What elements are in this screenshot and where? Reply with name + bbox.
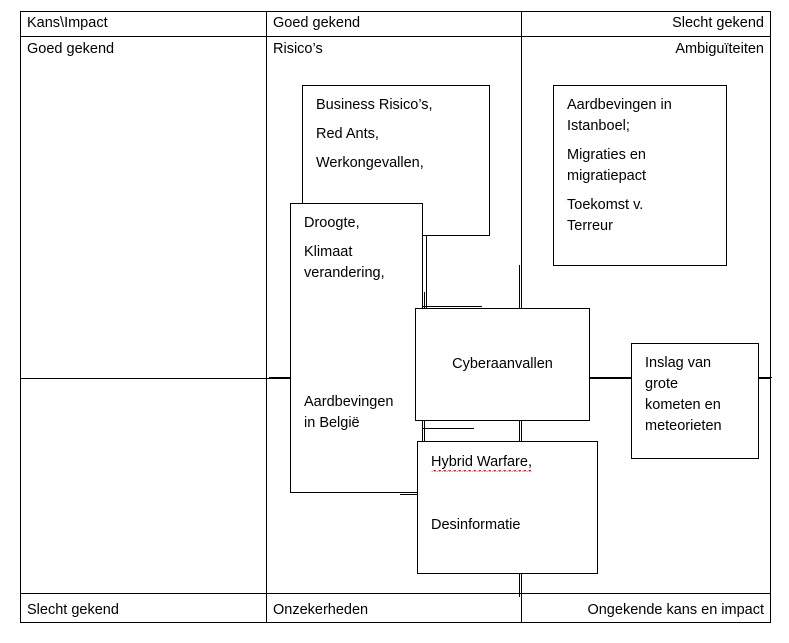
istanbul-line-2: Istanboel; [567, 118, 630, 135]
spacer [567, 187, 714, 195]
spacer [304, 234, 410, 242]
connector-axis-to-hybrid [400, 494, 422, 496]
connector-stub-hybrid-topleft [424, 420, 426, 441]
column-header-slecht-gekend: Slecht gekend [672, 15, 764, 31]
textbox-istanbul-migration-terror[interactable]: Aardbevingen in Istanboel; Migraties en … [553, 85, 727, 266]
connector-istanbul-to-cyber [519, 265, 521, 309]
connector-vertical-drought-right [426, 232, 428, 308]
column-divider-1 [266, 12, 267, 622]
drought-line-3: verandering, [304, 265, 385, 281]
textbox-cyberattacks[interactable]: Cyberaanvallen [415, 308, 590, 421]
textbox-comet-impact[interactable]: Inslag van grote kometen en meteorieten [631, 343, 759, 459]
istanbul-line-5: Toekomst v. [567, 197, 644, 213]
footer-row-divider [21, 593, 770, 594]
business-risks-line-2: Red Ants, [316, 125, 379, 142]
connector-cyber-to-hybrid [414, 428, 474, 430]
connector-comets-to-right-border [758, 377, 772, 379]
hybrid-warfare-line: Hybrid Warfare, [431, 452, 585, 473]
matrix-corner-header: Kans\Impact [27, 15, 108, 31]
spacer [567, 137, 714, 145]
drought-line-1: Droogte, [304, 215, 360, 231]
spacer [316, 116, 477, 124]
connector-drought-to-cyber-top [422, 306, 482, 308]
header-row-divider [21, 36, 770, 37]
cyberattacks-label: Cyberaanvallen [452, 355, 553, 372]
connector-hybrid-to-bottom [519, 573, 521, 597]
column-header-goed-gekend: Goed gekend [273, 15, 361, 31]
quadrant-label-ongekende-kans-en-impact: Ongekende kans en impact [587, 602, 764, 618]
istanbul-line-6: Terreur [567, 218, 613, 235]
comets-line-4: meteorieten [645, 418, 722, 435]
comets-line-3: kometen en [645, 397, 721, 414]
drought-bottom-line-2: in België [304, 415, 360, 432]
connector-stub-cyber-left [424, 292, 426, 309]
spacer [316, 145, 477, 153]
quadrant-label-onzekerheden: Onzekerheden [273, 602, 369, 618]
drought-line-2: Klimaat [304, 243, 353, 260]
istanbul-line-1: Aardbevingen in [567, 97, 672, 113]
textbox-hybrid-warfare[interactable]: Hybrid Warfare, Desinformatie [417, 441, 598, 574]
quadrant-label-top-left: Goed gekend [27, 41, 115, 57]
business-risks-line-3: Werkongevallen, [316, 154, 424, 171]
comets-line-1: Inslag van [645, 355, 712, 371]
textbox-drought-climate[interactable]: Droogte, Klimaat verandering, Aardbeving… [290, 203, 423, 493]
disinformation-line: Desinformatie [431, 517, 521, 534]
istanbul-line-3: Migraties en [567, 147, 646, 163]
drought-bottom-line-1: Aardbevingen [304, 394, 394, 411]
business-risks-line-1: Business Risico’s, [316, 97, 433, 113]
comets-line-2: grote [645, 376, 679, 393]
quadrant-label-ambiguiteiten: Ambiguïteiten [675, 41, 764, 57]
connector-left-axis-to-drought [269, 377, 293, 379]
hybrid-warfare-misspelled-text: Hybrid Warfare, [431, 454, 532, 470]
quadrant-label-bottom-left: Slecht gekend [27, 602, 119, 618]
quadrant-label-risicos: Risico’s [273, 41, 323, 57]
connector-stub-hybrid-top [519, 420, 521, 441]
istanbul-line-4: migratiepact [567, 168, 646, 185]
connector-cyber-to-comets [589, 377, 632, 379]
